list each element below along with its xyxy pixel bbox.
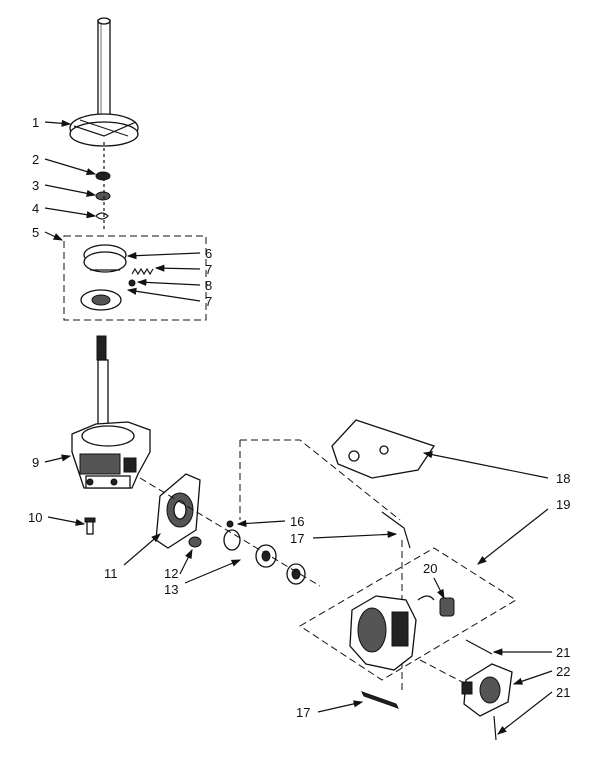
- callout-21b: 21: [556, 685, 570, 700]
- kit-box-part-5: [63, 235, 207, 321]
- clutch-part-7: [80, 289, 122, 311]
- agitator-shaft: [97, 17, 111, 123]
- callout-19: 19: [556, 497, 570, 512]
- callout-13: 13: [164, 582, 178, 597]
- callout-2: 2: [32, 152, 39, 167]
- pin-part-21b: [493, 715, 497, 741]
- gearcase-part-9: [71, 421, 151, 489]
- callout-17b: 17: [296, 705, 310, 720]
- callout-8: 8: [205, 278, 212, 293]
- cam-drive-part-1: [69, 113, 139, 147]
- callout-7b: 7: [205, 294, 212, 309]
- callout-6: 6: [205, 246, 212, 261]
- callout-9: 9: [32, 455, 39, 470]
- leader-lines: [44, 119, 553, 735]
- seal-part-13b: [255, 544, 277, 568]
- pump-body: [349, 595, 435, 671]
- callout-1: 1: [32, 115, 39, 130]
- ball-part-8: [128, 279, 136, 287]
- callout-21a: 21: [556, 645, 570, 660]
- gasket-part-18: [331, 419, 436, 479]
- callout-12: 12: [164, 566, 178, 581]
- pin-part-17: [381, 511, 411, 549]
- callout-22: 22: [556, 664, 570, 679]
- clip-part-4: [95, 212, 109, 220]
- brake-band-part-6: [83, 244, 127, 273]
- pump-cover-part-22: [461, 663, 513, 717]
- washer-part-3: [95, 191, 111, 201]
- callout-17a: 17: [290, 531, 304, 546]
- part-16: [226, 520, 234, 528]
- lower-shaft: [96, 335, 109, 435]
- washer-part-2: [95, 171, 111, 181]
- callout-20: 20: [423, 561, 437, 576]
- callout-18: 18: [556, 471, 570, 486]
- callout-10: 10: [28, 510, 42, 525]
- bolt-part-10: [84, 517, 96, 535]
- callout-4: 4: [32, 201, 39, 216]
- callout-5: 5: [32, 225, 39, 240]
- seal-part-13a: [223, 529, 241, 551]
- callout-16: 16: [290, 514, 304, 529]
- plate-part-11: [155, 473, 201, 549]
- pump-box-part-19: [299, 547, 517, 681]
- spring-part-7: [131, 267, 154, 276]
- pin-part-17-lower: [360, 691, 400, 709]
- pin-part-21a: [465, 639, 493, 655]
- callout-7a: 7: [205, 262, 212, 277]
- callout-11: 11: [104, 566, 118, 581]
- seal-part-13c: [286, 563, 306, 585]
- callout-3: 3: [32, 178, 39, 193]
- nut-part-12: [188, 536, 202, 548]
- motor-brush-part-20: [439, 597, 455, 617]
